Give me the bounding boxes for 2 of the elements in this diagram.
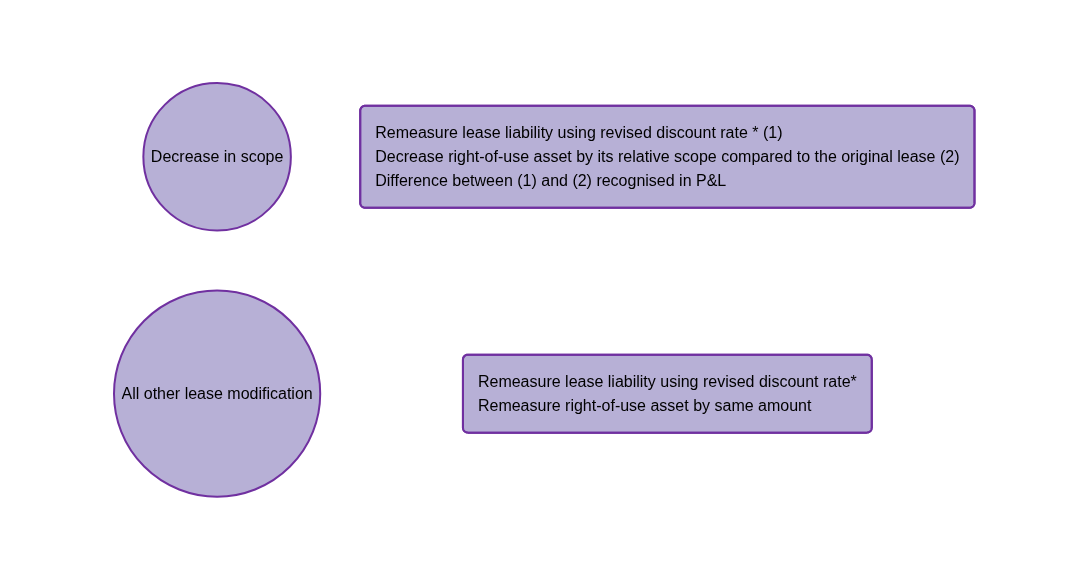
node-circle: All other lease modification — [113, 289, 322, 498]
node-circle: Decrease in scope — [142, 81, 293, 232]
